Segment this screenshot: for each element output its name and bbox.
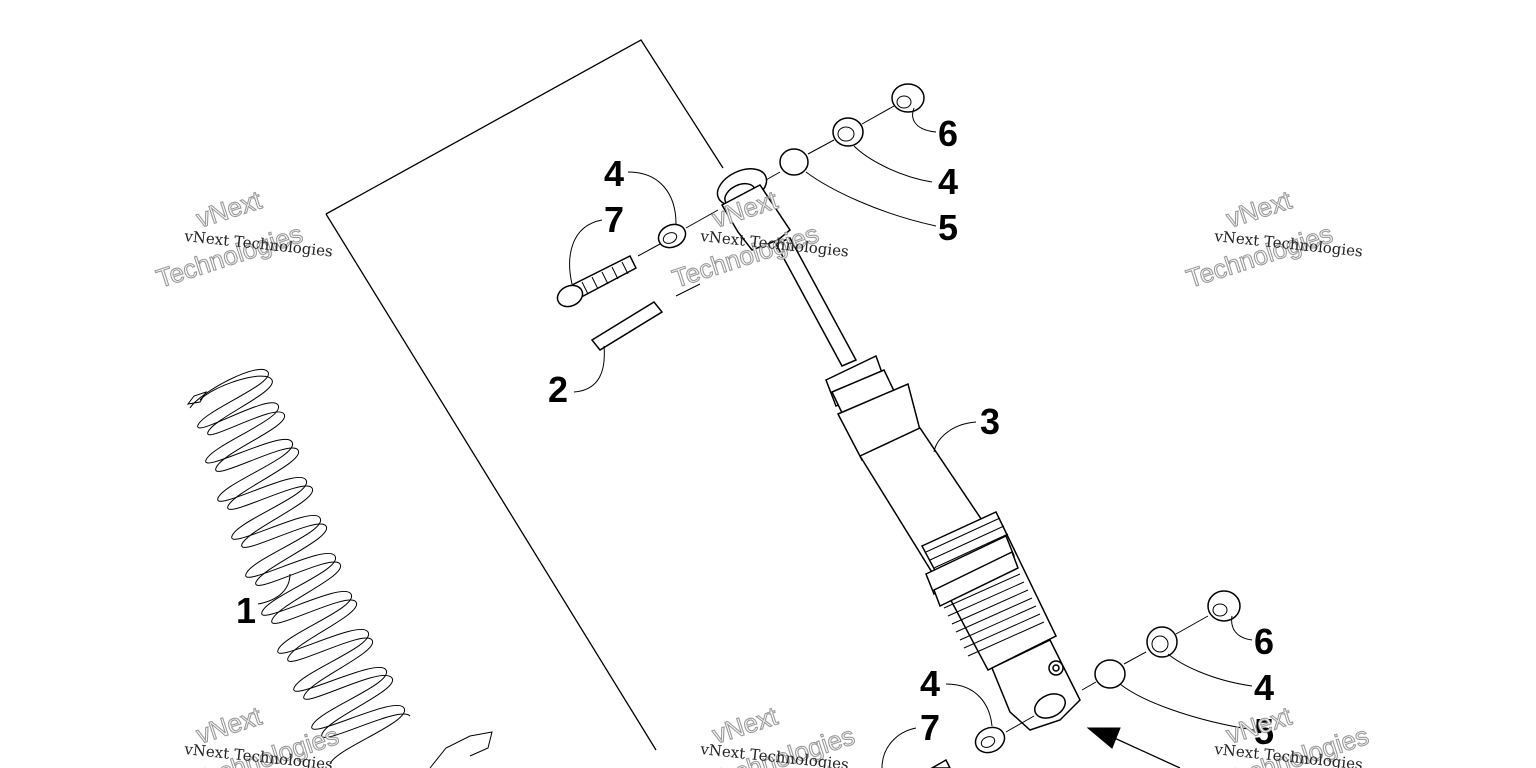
callout-7-top: 7 — [604, 199, 624, 240]
shock-threads — [920, 511, 1057, 671]
axis-line — [1175, 615, 1209, 635]
callout-3: 3 — [980, 401, 1000, 442]
leader-5b — [1119, 683, 1255, 731]
bushing-top — [779, 148, 809, 176]
shock-top-mount — [720, 184, 791, 251]
leader-4c — [945, 683, 993, 727]
watermark-large-line2: Technologies — [153, 218, 307, 293]
callout-4-top-left: 4 — [604, 153, 624, 194]
leader-7a — [569, 219, 603, 285]
axis-line — [861, 105, 895, 125]
callout-5-top: 5 — [938, 207, 958, 248]
shock-lower-fitting-core — [1052, 664, 1060, 672]
watermark-bottom-center: vNext Technologies vNext Technologies — [699, 700, 859, 768]
washer-top-left — [657, 223, 687, 249]
shock-adjuster-ring-bottom — [933, 550, 1019, 608]
watermark-large-line2: Technologies — [1183, 218, 1337, 293]
leader-6b — [1231, 615, 1253, 641]
nut-top — [891, 83, 925, 113]
callout-1: 1 — [236, 590, 256, 631]
watermark-top-left: vNext Technologies vNext Technologies — [152, 184, 334, 294]
panel-outline-left — [325, 213, 657, 751]
bolt-bottom-tip — [930, 758, 951, 768]
callout-7-bottom: 7 — [920, 707, 940, 748]
direction-arrow — [1086, 727, 1181, 768]
callout-4-bottom-right: 4 — [1254, 667, 1274, 708]
shock-piston-rod — [774, 237, 858, 367]
watermark-large-line1: vNext — [193, 184, 266, 233]
coil-spring-wire-outer — [199, 375, 411, 738]
leader-4d — [1167, 653, 1253, 687]
coil-spring — [186, 368, 493, 768]
panel-outline — [325, 39, 724, 215]
axis-line — [637, 243, 661, 257]
callout-2: 2 — [548, 369, 568, 410]
axis-line — [765, 171, 781, 181]
callout-4-top-right: 4 — [938, 161, 958, 202]
axis-line — [685, 209, 719, 229]
washer-bottom-right — [1146, 626, 1178, 658]
coil-spring-end-bottom — [429, 731, 493, 768]
axis-line — [1005, 715, 1035, 733]
callout-4-bottom-left: 4 — [920, 663, 940, 704]
leader-2 — [573, 345, 605, 393]
nut-bottom — [1207, 590, 1241, 622]
leader-4a — [627, 171, 677, 225]
watermark-top-right: vNext Technologies vNext Technologies — [1182, 184, 1364, 294]
callout-6-bottom: 6 — [1254, 621, 1274, 662]
axis-line — [1081, 681, 1097, 691]
washer-top-right — [832, 117, 864, 147]
shock-absorber — [716, 168, 1081, 731]
watermark-top-center: vNext Technologies vNext Technologies — [668, 184, 850, 294]
callout-5-bottom: 5 — [1254, 711, 1274, 752]
leader-3 — [933, 421, 977, 453]
leader-1 — [257, 573, 291, 605]
coil-spring-wire — [189, 368, 405, 765]
leader-7b — [881, 727, 917, 768]
watermark-bottom-left: vNext Technologies vNext Technologies — [183, 700, 343, 768]
axis-line — [675, 283, 701, 297]
leader-5a — [805, 171, 937, 227]
leader-6a — [912, 107, 937, 133]
watermark-bottom-right: vNext Technologies vNext Technologies — [1213, 700, 1373, 768]
watermark-large-line1: vNext — [1223, 184, 1296, 233]
bushing-bottom — [1094, 659, 1126, 689]
bolt-top — [556, 254, 637, 308]
washer-bottom-left — [974, 726, 1006, 754]
leader-4b — [853, 145, 933, 183]
axis-line — [807, 139, 835, 155]
axis-line — [1123, 651, 1147, 665]
shock-lower-eyelet-bore — [1034, 693, 1066, 719]
callout-6-top: 6 — [938, 113, 958, 154]
coil-spring-end-top — [186, 391, 208, 405]
sleeve-pin — [590, 301, 664, 351]
